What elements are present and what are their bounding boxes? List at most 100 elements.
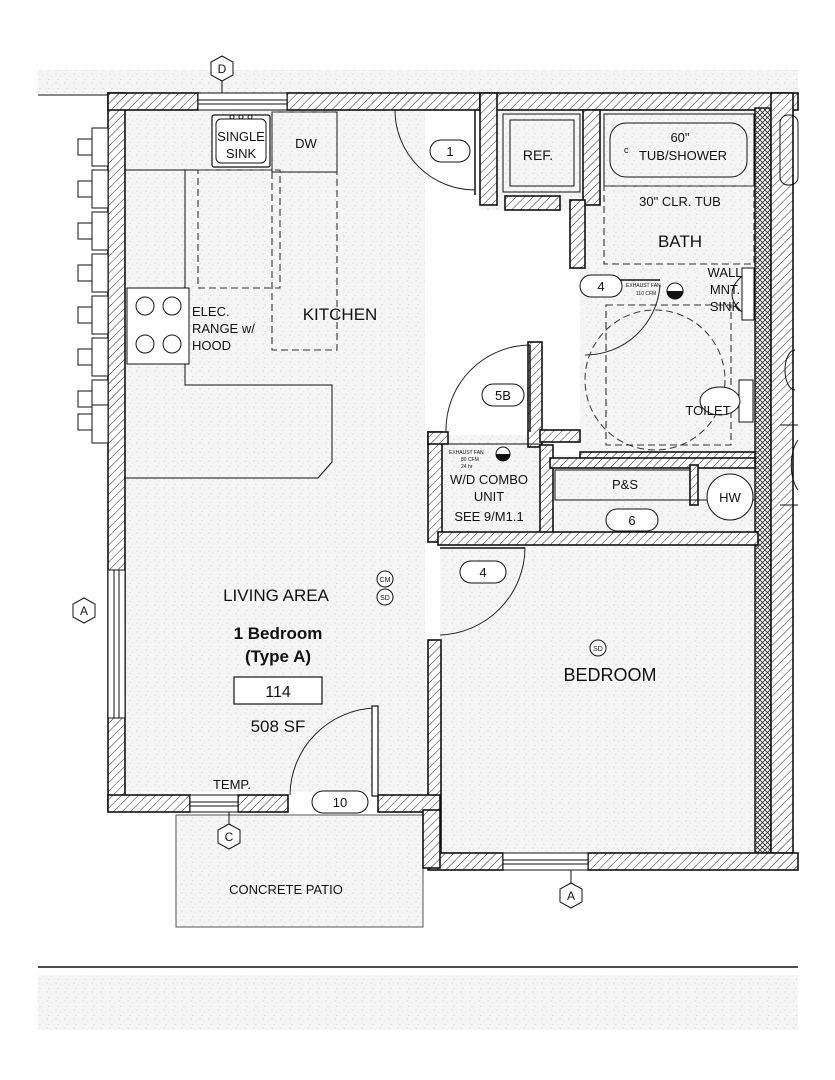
- wall-mount-sink: [731, 267, 755, 321]
- unit-type-line2: (Type A): [245, 647, 311, 666]
- grid-marker-c: C: [217, 812, 241, 850]
- window-west: [107, 569, 126, 719]
- cm-detector-label: CM: [380, 577, 391, 584]
- door-tag-1-label: 1: [446, 144, 453, 159]
- concrete-patio: [175, 814, 424, 928]
- toilet: [699, 379, 754, 423]
- door-tag-6-label: 6: [628, 513, 635, 528]
- sd-detector-living-icon: [376, 588, 394, 606]
- wall-sink-label-2: MNT.: [710, 282, 740, 297]
- wall-south-1: [107, 794, 191, 813]
- door-tag-5b-label: 5B: [495, 388, 511, 403]
- wall-south-5: [587, 852, 799, 871]
- ground-band-top: [38, 70, 798, 94]
- grid-marker-a-bottom: A: [559, 870, 583, 909]
- temp-glass-label: TEMP.: [213, 777, 251, 792]
- sd-detector-living-label: SD: [380, 595, 390, 602]
- wall-bedroom-north: [437, 531, 759, 546]
- door-10-swing: [289, 705, 379, 797]
- wall-sink-label-1: WALL: [708, 265, 743, 280]
- wall-ps-divider: [689, 464, 699, 506]
- water-heater: [706, 473, 754, 521]
- electric-range: [126, 287, 190, 365]
- refrigerator: [502, 113, 581, 193]
- cm-detector-icon: [376, 570, 394, 588]
- tub-clearance: [603, 185, 755, 265]
- wall-east-party: [754, 107, 772, 854]
- wall-wd-top: [427, 431, 449, 445]
- ps-label: P&S: [612, 477, 638, 492]
- wd-label-3: SEE 9/M1.1: [454, 509, 523, 524]
- wall-north-1: [107, 92, 199, 111]
- door-tag-4-bedroom-label: 4: [479, 565, 486, 580]
- wd-label-2: UNIT: [474, 489, 504, 504]
- door-tag-10: [311, 790, 369, 814]
- sink-label-1: SINGLE: [217, 129, 265, 144]
- door-4-bedroom-swing: [439, 547, 526, 636]
- wall-hall-stub: [527, 341, 543, 448]
- sink-label-2: SINK: [226, 146, 257, 161]
- single-sink: [211, 114, 271, 168]
- kitchen-upper-cabinets-1: [197, 169, 281, 289]
- svg-text:D: D: [218, 62, 227, 76]
- svg-text:A: A: [80, 604, 88, 618]
- door-1-swing: [394, 109, 476, 195]
- wall-bath-jog: [569, 199, 586, 269]
- kitchen-upper-cabinets-2: [271, 111, 338, 351]
- wall-ref-east: [582, 109, 601, 206]
- door-tag-10-label: 10: [333, 795, 347, 810]
- sd-detector-bedroom-label: SD: [593, 646, 603, 653]
- ground-band-bottom: [38, 975, 798, 1030]
- wall-hall-top: [539, 429, 581, 443]
- wall-ps-top: [549, 457, 756, 469]
- hw-label: HW: [719, 490, 741, 505]
- unit-type-line1: 1 Bedroom: [234, 624, 323, 643]
- door-tag-5b: [481, 383, 525, 407]
- fan-wd-label-3: 24 hr: [461, 464, 473, 470]
- window-north: [197, 92, 288, 111]
- tub-centerline-mark: c: [624, 145, 629, 155]
- room-label-living: LIVING AREA: [223, 586, 329, 605]
- wall-ref-west: [479, 92, 498, 206]
- wall-sink-label-3: SINK: [710, 299, 741, 314]
- sd-detector-bedroom-icon: [589, 639, 607, 657]
- bathtub: [603, 113, 755, 187]
- dw-label: DW: [295, 136, 317, 151]
- room-label-patio: CONCRETE PATIO: [229, 882, 343, 897]
- door-tag-6: [605, 508, 659, 532]
- range-label-1: ELEC.: [192, 304, 230, 319]
- room-label-bath: BATH: [658, 232, 702, 251]
- door-tag-4-bedroom: [459, 560, 507, 584]
- adjacent-unit-fragment: [779, 114, 799, 506]
- grid-marker-d: D: [210, 55, 234, 93]
- exterior-units-west: [77, 127, 109, 444]
- wall-north-2: [286, 92, 481, 111]
- grid-marker-a-left: A: [72, 597, 96, 624]
- door-tag-4-bath: [579, 274, 623, 298]
- unit-area: 508 SF: [251, 717, 306, 736]
- tub-label-2: TUB/SHOWER: [639, 148, 727, 163]
- bedroom-floor: [440, 545, 758, 858]
- tub-label-1: 60": [670, 130, 689, 145]
- wall-south-2: [237, 794, 289, 813]
- fan-bath-label-1: EXHAUST FAN: [626, 283, 661, 289]
- wall-east-outer: [770, 92, 794, 854]
- wd-label-1: W/D COMBO: [450, 472, 528, 487]
- ref-base: [504, 195, 561, 211]
- door-tag-1: [429, 139, 471, 163]
- toilet-label: TOILET: [685, 403, 730, 418]
- room-label-kitchen: KITCHEN: [303, 305, 378, 324]
- wall-patio-side: [422, 809, 441, 869]
- range-label-2: RANGE w/: [192, 321, 255, 336]
- room-label-bedroom: BEDROOM: [563, 665, 656, 685]
- svg-text:A: A: [567, 889, 575, 903]
- window-bedroom-south: [502, 852, 589, 871]
- fan-wd-label-2: 80 CFM: [461, 457, 479, 463]
- turning-circle: [584, 309, 726, 451]
- window-south-temp: [189, 794, 239, 813]
- fan-bath-label-2: 110 CFM: [636, 291, 656, 297]
- tub-clearance-label: 30" CLR. TUB: [639, 194, 721, 209]
- wd-combo-unit: [441, 443, 541, 533]
- ref-label: REF.: [523, 147, 553, 163]
